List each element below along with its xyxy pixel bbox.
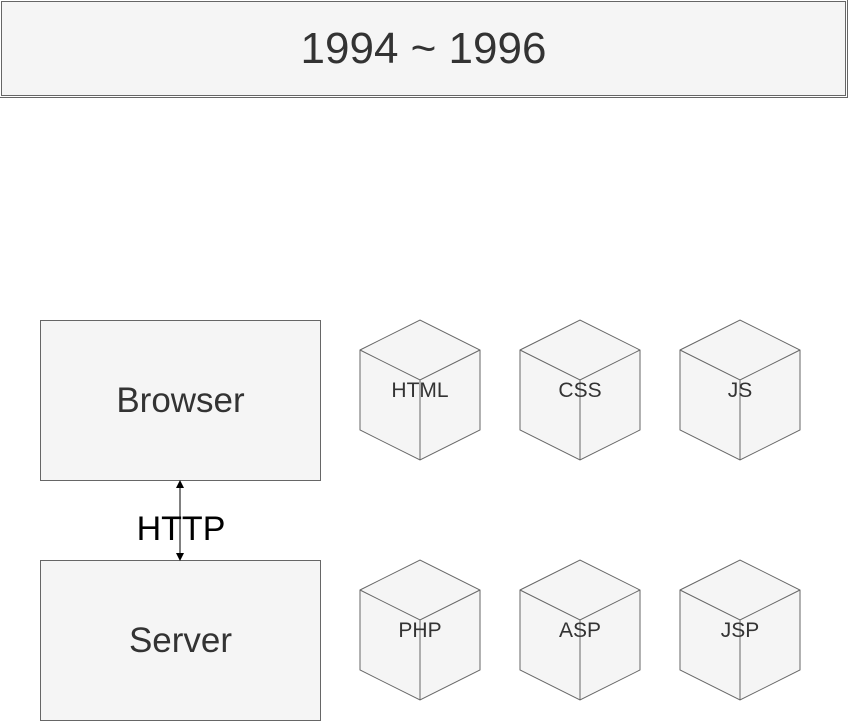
asp-cube-label: ASP xyxy=(558,619,602,642)
browser-label: Browser xyxy=(116,380,245,420)
php-cube-label: PHP xyxy=(398,619,442,642)
css-cube-label: CSS xyxy=(558,379,602,402)
jsp-cube-label: JSP xyxy=(720,619,760,642)
html-cube-label: HTML xyxy=(391,379,449,402)
server-node: Server xyxy=(40,560,321,721)
js-cube-label: JS xyxy=(727,379,753,402)
era-title: 1994 ~ 1996 xyxy=(0,0,848,98)
server-label: Server xyxy=(128,620,233,660)
http-label: HTTP xyxy=(136,510,226,548)
browser-node: Browser xyxy=(40,320,321,481)
